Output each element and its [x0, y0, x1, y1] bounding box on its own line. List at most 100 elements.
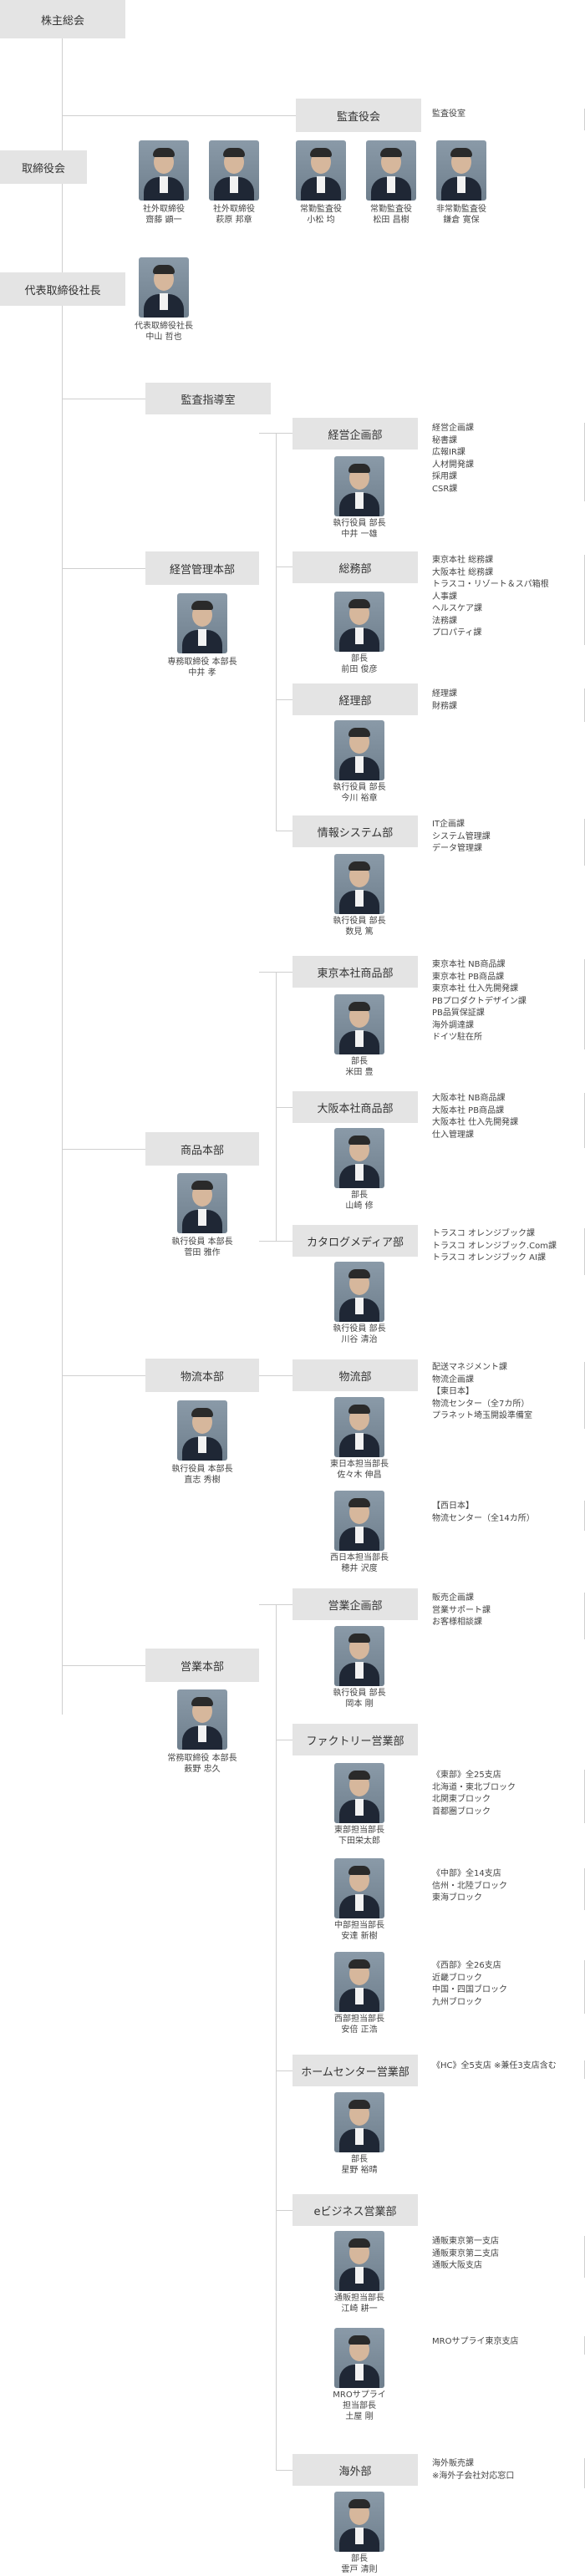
caption-line: 常務取締役 本部長 — [167, 1754, 237, 1763]
sales-hq-label: 営業本部 — [180, 1660, 224, 1674]
mgmt-hq-caption: 専務取締役 本部長中井 孝 — [152, 657, 252, 678]
caption-line: 鎌倉 寛保 — [443, 216, 480, 225]
products-hq-caption: 執行役員 本部長菅田 雅作 — [152, 1237, 252, 1258]
ebiz-sections: 通販東京第一支店通販東京第二支店通販大阪支店 — [429, 2236, 585, 2278]
homecenter-caption: 部長星野 裕晴 — [309, 2154, 410, 2176]
overseas-branch — [276, 2470, 292, 2471]
infosys-sections: IT企画課システム管理課データ管理課 — [429, 819, 585, 866]
planning-branch — [259, 433, 292, 434]
section-item: 人事課 — [432, 592, 457, 602]
planning-photo — [334, 456, 384, 516]
logi-west-photo — [334, 1491, 384, 1551]
accounting-label: 経理部 — [338, 694, 372, 708]
logistics-hq-photo — [177, 1400, 227, 1461]
products-sub-trunk — [276, 972, 277, 1241]
caption-line: 専務取締役 本部長 — [167, 658, 237, 667]
caption-line: 社外取締役 — [213, 205, 255, 214]
caption-line: 非常勤監査役 — [436, 205, 486, 214]
director-caption-1: 社外取締役齋藤 顕一 — [114, 204, 214, 226]
caption-line: 執行役員 部長 — [333, 519, 386, 528]
section-item: 監査役室 — [432, 109, 465, 119]
ebiz-branch — [276, 2210, 292, 2211]
caption-line: 安倍 正浩 — [341, 2025, 378, 2035]
general-sections: 東京本社 総務課大阪本社 総務課トラスコ・リゾート＆スパ箱根人事課ヘルスケア課法… — [429, 555, 585, 645]
caption-line: 菅田 雅作 — [184, 1248, 221, 1258]
section-item: IT企画課 — [432, 820, 465, 829]
caption-line: 部長 — [351, 1191, 368, 1200]
section-item: 広報IR課 — [432, 448, 465, 457]
board-label: 取締役会 — [21, 162, 65, 175]
overseas-sections: 海外販売課※海外子会社対応窓口 — [429, 2458, 585, 2488]
caption-line: 執行役員 部長 — [333, 917, 386, 926]
accounting-sections: 経理課財務課 — [429, 688, 585, 722]
factory-mid-sections: 《中部》全14支店信州・北陸ブロック東海ブロック — [429, 1868, 585, 1910]
caption-line: 東日本担当部長 — [330, 1460, 389, 1469]
tokyo-products-caption: 部長米田 豊 — [309, 1056, 410, 1078]
infosys-photo — [334, 854, 384, 914]
section-item: 物流企画課 — [432, 1374, 474, 1385]
caption-line: 穂井 沢度 — [341, 1564, 378, 1573]
catalog-box: カタログメディア部 — [292, 1225, 418, 1257]
audit-board-box: 監査役会 — [296, 99, 421, 132]
caption-line: 執行役員 本部長 — [171, 1237, 233, 1247]
section-item: 《東部》全25支店 — [432, 1771, 501, 1780]
section-item: 東海ブロック — [432, 1893, 482, 1903]
factory-east-photo — [334, 1763, 384, 1823]
logistics-branch-line — [62, 1375, 145, 1376]
section-item: 信州・北陸ブロック — [432, 1881, 507, 1891]
section-item: 人材開発課 — [432, 460, 474, 470]
section-item: 東京本社 仕入先開発課 — [432, 984, 519, 993]
section-item: MROサプライ東京支店 — [432, 2337, 519, 2346]
section-item: 営業サポート課 — [432, 1605, 491, 1615]
mro-caption: MROサプライ担当部長土屋 剛 — [309, 2390, 410, 2422]
president-label: 代表取締役社長 — [24, 284, 101, 297]
ebiz-sales-box: eビジネス営業部 — [292, 2194, 418, 2226]
section-item: 《西部》全26支店 — [432, 1961, 501, 1970]
section-item: プラネット埼玉開設準備室 — [432, 1411, 532, 1420]
osaka-products-sections: 大阪本社 NB商品課大阪本社 PB商品課大阪本社 仕入先開発課仕入管理課 — [429, 1093, 585, 1148]
homecenter-sections: 《HC》全5支店 ※兼任3支店含む — [429, 2060, 585, 2079]
ebiz-photo — [334, 2231, 384, 2291]
homecenter-photo — [334, 2092, 384, 2152]
section-item: ドイツ駐在所 — [432, 1033, 482, 1042]
logistics-hq-label: 物流本部 — [180, 1370, 224, 1384]
section-item: 販売企画課 — [432, 1593, 474, 1603]
section-item: 東京本社 総務課 — [432, 556, 494, 565]
caption-line: 小松 均 — [307, 216, 335, 225]
accounting-caption: 執行役員 部長今川 裕章 — [309, 782, 410, 804]
section-item: 物流センター（全7カ所） — [432, 1399, 530, 1409]
products-hq-box: 商品本部 — [145, 1132, 259, 1166]
homecenter-sales-label: ホームセンター営業部 — [301, 2065, 410, 2079]
factory-sales-box: ファクトリー営業部 — [292, 1724, 418, 1755]
audit-board-label: 監査役会 — [336, 110, 380, 124]
auditor-photo-2 — [366, 140, 416, 201]
logi-dept-branch — [259, 1375, 292, 1376]
section-item: トラスコ・リゾート＆スパ箱根 — [432, 580, 549, 589]
products-branch-line — [62, 1149, 145, 1150]
tokyo-products-box: 東京本社商品部 — [292, 956, 418, 988]
sales-planning-box: 営業企画部 — [292, 1588, 418, 1620]
caption-line: 佐々木 伸昌 — [337, 1471, 382, 1480]
sales-sub-trunk — [276, 1604, 277, 2470]
auditor-caption-3: 非常勤監査役鎌倉 寛保 — [411, 204, 511, 226]
director-photo-1 — [139, 140, 189, 201]
catalog-sections: トラスコ オレンジブック課トラスコ オレンジブック.Com課トラスコ オレンジブ… — [429, 1228, 585, 1275]
factory-mid-caption: 中部担当部長安達 新樹 — [309, 1920, 410, 1942]
section-item: 首都圏ブロック — [432, 1806, 491, 1816]
caption-line: 西部担当部長 — [334, 2015, 384, 2024]
sales-branch-line — [62, 1665, 145, 1666]
caption-line: 数見 篤 — [345, 927, 374, 937]
factory-west-sections: 《西部》全26支店近畿ブロック中国・四国ブロック九州ブロック — [429, 1960, 585, 2014]
audit-office-box: 監査指導室 — [145, 383, 271, 414]
caption-line: 執行役員 部長 — [333, 1689, 386, 1698]
infosys-box: 情報システム部 — [292, 815, 418, 847]
caption-line: 中部担当部長 — [334, 1921, 384, 1930]
section-item: 九州ブロック — [432, 1997, 482, 2007]
osaka-products-branch — [276, 1107, 292, 1108]
section-item: 北関東ブロック — [432, 1795, 491, 1804]
section-item: 秘書課 — [432, 435, 457, 445]
accounting-photo — [334, 720, 384, 780]
president-caption: 代表取締役社長中山 哲也 — [114, 321, 214, 343]
caption-line: 代表取締役社長 — [135, 322, 193, 331]
